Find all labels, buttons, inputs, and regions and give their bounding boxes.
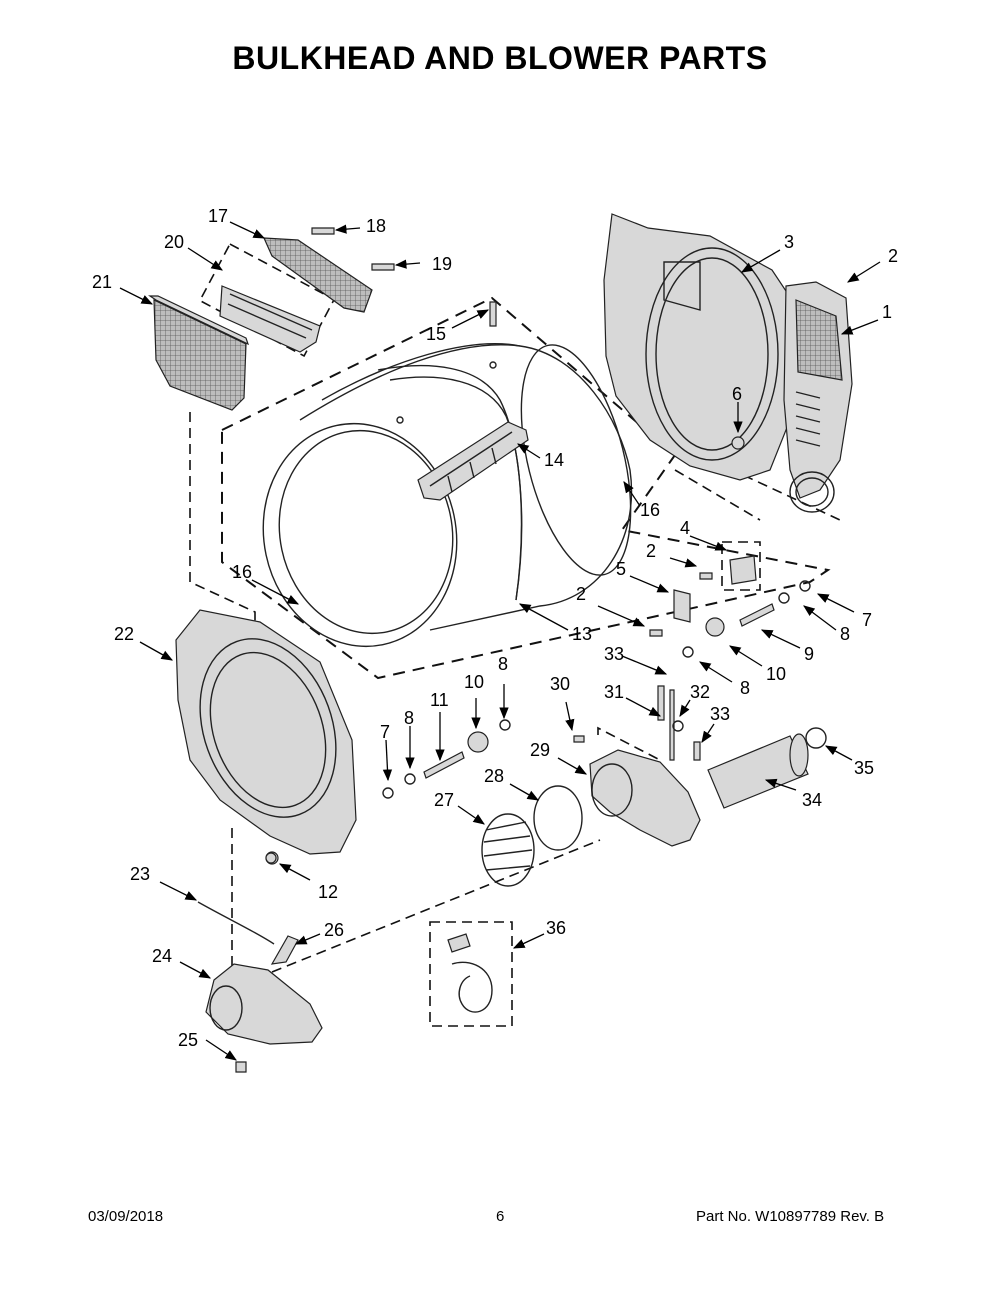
callout-4: 4 xyxy=(680,518,690,538)
callout-31: 31 xyxy=(604,682,624,702)
screw-part-25 xyxy=(235,1061,247,1073)
callout-17: 17 xyxy=(208,206,228,226)
page-title: BULKHEAD AND BLOWER PARTS xyxy=(232,40,768,76)
callout-25: 25 xyxy=(178,1030,198,1050)
callout-7: 7 xyxy=(380,722,390,742)
duct-part-34 xyxy=(707,733,809,809)
callout-23: 23 xyxy=(130,864,150,884)
front-roller-assembly xyxy=(382,719,511,799)
callout-2: 2 xyxy=(888,246,898,266)
callout-28: 28 xyxy=(484,766,504,786)
callout-8: 8 xyxy=(740,678,750,698)
callout-34: 34 xyxy=(802,790,822,810)
footer-part-number: Part No. W10897789 Rev. B xyxy=(696,1208,885,1225)
callout-26: 26 xyxy=(324,920,344,940)
seal-part-28 xyxy=(533,785,583,851)
callout-9: 9 xyxy=(804,644,814,664)
front-bulkhead-part-22 xyxy=(175,609,357,865)
callout-14: 14 xyxy=(544,450,564,470)
drum-part-13 xyxy=(262,343,633,648)
callout-8: 8 xyxy=(840,624,850,644)
part-4-box xyxy=(721,541,761,591)
seal-part-23 xyxy=(197,901,275,945)
callout-27: 27 xyxy=(434,790,454,810)
callout-16: 16 xyxy=(232,562,252,582)
callout-29: 29 xyxy=(530,740,550,760)
footer-page-number: 6 xyxy=(496,1208,505,1225)
callout-5: 5 xyxy=(616,559,626,579)
rear-panel-part-1 xyxy=(783,281,853,513)
drum-assembly-outline xyxy=(221,296,831,680)
callout-10: 10 xyxy=(464,672,484,692)
filter-grille-part-17 xyxy=(263,237,373,313)
rear-bulkhead-part-3 xyxy=(603,213,801,481)
toe-panel-duct-part-24 xyxy=(205,963,323,1045)
callout-2: 2 xyxy=(576,584,586,604)
callout-19: 19 xyxy=(432,254,452,274)
callout-32: 32 xyxy=(690,682,710,702)
callout-20: 20 xyxy=(164,232,184,252)
baffle-part-14 xyxy=(417,421,529,501)
callout-2: 2 xyxy=(646,541,656,561)
callout-labels: 1 2 2 2 3 4 5 6 7 7 8 8 8 8 9 10 10 11 1… xyxy=(92,206,898,1050)
callout-11: 11 xyxy=(430,690,449,710)
callout-36: 36 xyxy=(546,918,566,938)
callout-22: 22 xyxy=(114,624,134,644)
blower-wheel-part-27 xyxy=(481,813,535,887)
thermistor-part-4 xyxy=(729,555,757,585)
part-36-kit-box xyxy=(429,921,513,1027)
blower-housing-part-29 xyxy=(589,749,701,847)
rear-roller-assembly xyxy=(649,572,811,658)
filter-housing-part-20 xyxy=(219,285,321,353)
footer-date: 03/09/2018 xyxy=(88,1208,164,1225)
callout-10: 10 xyxy=(766,664,786,684)
screw-part-19 xyxy=(371,263,395,271)
callout-33: 33 xyxy=(710,704,730,724)
screw-part-15 xyxy=(489,301,497,327)
screw-part-18 xyxy=(311,227,335,235)
callout-6: 6 xyxy=(732,384,742,404)
clamp-part-35 xyxy=(805,727,827,749)
callout-13: 13 xyxy=(572,624,592,644)
wire-kit-part-36 xyxy=(447,933,493,1013)
sensor-parts-30-33 xyxy=(573,685,701,761)
callout-18: 18 xyxy=(366,216,386,236)
callout-1: 1 xyxy=(882,302,892,322)
callout-15: 15 xyxy=(426,324,446,344)
callout-24: 24 xyxy=(152,946,172,966)
callout-7: 7 xyxy=(862,610,872,630)
lint-filter-part-21 xyxy=(148,295,250,411)
callout-8: 8 xyxy=(498,654,508,674)
callout-21: 21 xyxy=(92,272,112,292)
clip-part-26 xyxy=(270,935,299,965)
callout-35: 35 xyxy=(854,758,874,778)
callout-16: 16 xyxy=(640,500,660,520)
callout-3: 3 xyxy=(784,232,794,252)
callout-30: 30 xyxy=(550,674,570,694)
callout-33: 33 xyxy=(604,644,624,664)
screw-part-12 xyxy=(265,852,277,864)
leader-lines xyxy=(119,221,881,1061)
callout-12: 12 xyxy=(318,882,338,902)
callout-8: 8 xyxy=(404,708,414,728)
